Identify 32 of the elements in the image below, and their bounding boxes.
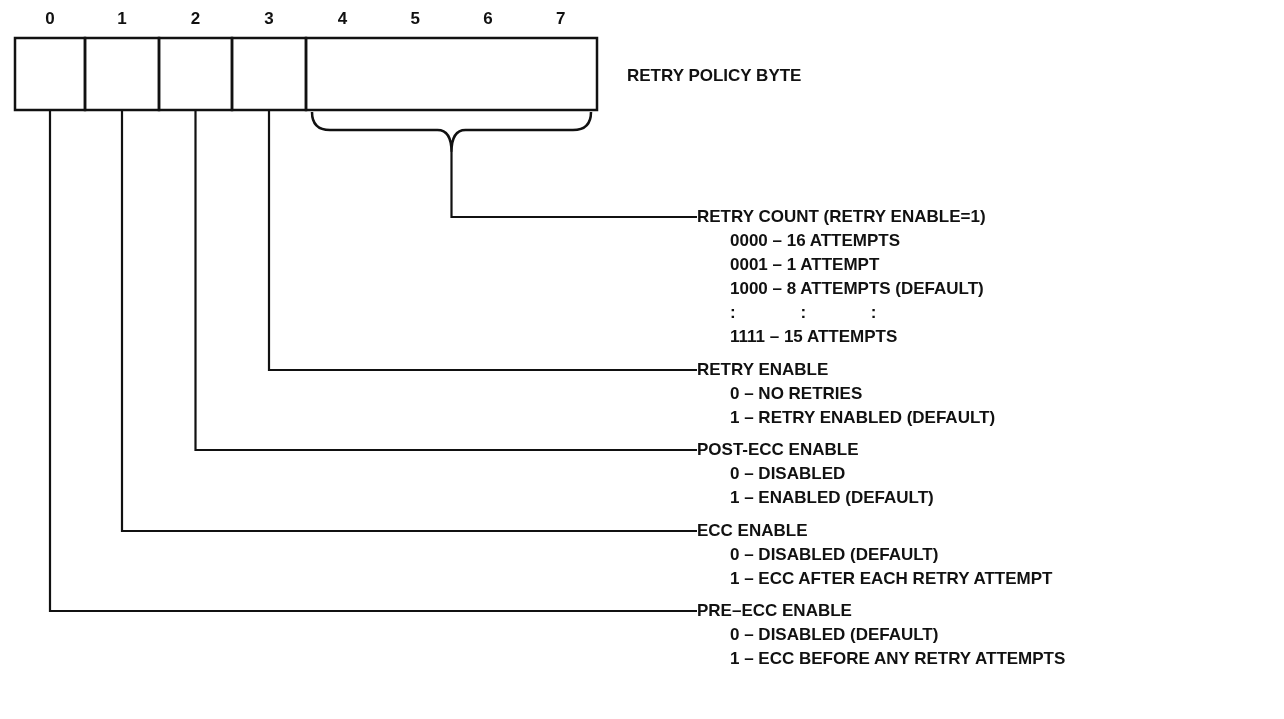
leader-line <box>450 152 697 219</box>
field-name: RETRY COUNT (RETRY ENABLE=1) <box>697 206 987 228</box>
value-description: 1 – ECC BEFORE ANY RETRY ATTEMPTS <box>729 648 1067 670</box>
value-description: 0000 – 16 ATTEMPTS <box>729 230 902 252</box>
leader-line <box>194 110 697 452</box>
value-description: 1000 – 8 ATTEMPTS (DEFAULT) <box>729 278 985 300</box>
value-description: : : : <box>729 302 878 324</box>
value-description: 1 – ECC AFTER EACH RETRY ATTEMPT <box>729 568 1054 590</box>
value-description: 1111 – 15 ATTEMPTS <box>729 326 899 348</box>
value-description: 0 – DISABLED <box>729 463 847 485</box>
field-name: PRE–ECC ENABLE <box>697 600 853 622</box>
bit-number: 1 <box>116 8 128 30</box>
bit-number: 6 <box>482 8 494 30</box>
bit-number: 7 <box>554 8 567 30</box>
register-name: RETRY POLICY BYTE <box>627 66 802 86</box>
value-description: 1 – ENABLED (DEFAULT) <box>729 487 935 509</box>
bit-number: 3 <box>263 8 275 30</box>
bit-number: 4 <box>336 8 349 30</box>
field-name: RETRY ENABLE <box>697 359 830 381</box>
value-description: 0 – NO RETRIES <box>729 383 864 405</box>
leader-line <box>48 110 697 613</box>
leader-line <box>120 110 697 533</box>
field-name: POST-ECC ENABLE <box>697 439 860 461</box>
leader-line <box>267 110 697 372</box>
value-description: 0 – DISABLED (DEFAULT) <box>729 624 940 646</box>
value-description: 0001 – 1 ATTEMPT <box>729 254 881 276</box>
value-description: 0 – DISABLED (DEFAULT) <box>729 544 940 566</box>
value-description: 1 – RETRY ENABLED (DEFAULT) <box>729 407 997 429</box>
field-name: ECC ENABLE <box>697 520 809 542</box>
bit-number: 5 <box>409 8 421 30</box>
bit-number: 0 <box>44 8 56 30</box>
bit-number: 2 <box>189 8 202 30</box>
